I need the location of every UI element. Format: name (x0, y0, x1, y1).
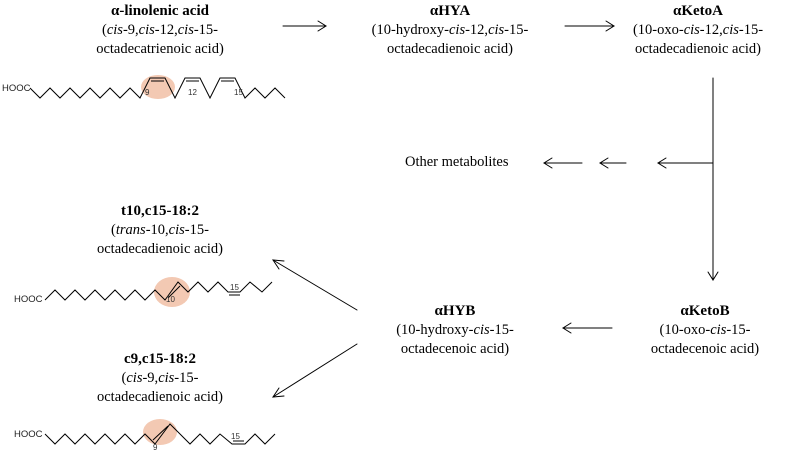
aketob-title: αKetoB (680, 303, 730, 319)
t10c15-line2: octadecadienoic acid) (97, 241, 223, 257)
arrow-aketoa-to-aketob (707, 77, 719, 281)
arrow-to-other-metabolites-2 (599, 157, 627, 169)
structure-t10c15: HOOC 10 15 (14, 277, 273, 307)
hooc-label: HOOC (14, 429, 43, 440)
alpha-linolenic-line1: (cis-9,cis-12,cis-15- (101, 22, 219, 38)
aketob-line1: (10-oxo-cis-15- (659, 322, 751, 338)
c9c15-line2: octadecadienoic acid) (97, 389, 223, 405)
position-label-9: 9 (153, 443, 158, 452)
hooc-label: HOOC (14, 294, 43, 305)
arrow-to-other-metabolites-1 (657, 157, 714, 169)
position-label-12: 12 (188, 88, 197, 97)
node-ahya: αHYA (10-hydroxy-cis-12,cis-15- octadeca… (345, 2, 555, 59)
c9c15-line1: (cis-9,cis-15- (121, 370, 199, 386)
node-ahyb: αHYB (10-hydroxy-cis-15- octadecenoic ac… (355, 302, 555, 359)
position-label-15: 15 (231, 432, 240, 441)
t10c15-line1: (trans-10,cis-15- (111, 222, 209, 238)
position-label-15: 15 (234, 88, 243, 97)
ahyb-line1: (10-hydroxy-cis-15- (396, 322, 514, 338)
alpha-linolenic-line2: octadecatrienoic acid) (96, 41, 224, 57)
aketoa-line2: octadecadienoic acid) (635, 41, 761, 57)
arrow-ahyb-to-t10c15 (272, 259, 358, 311)
arrow-linolenic-to-ahya (282, 20, 327, 32)
double-bond-highlight-9 (143, 419, 177, 445)
position-label-9: 9 (145, 88, 150, 97)
arrow-aketob-to-ahyb (562, 322, 613, 334)
node-c9c15: c9,c15-18:2 (cis-9,cis-15- octadecadieno… (55, 350, 265, 407)
other-metabolites-label: Other metabolites (405, 154, 509, 170)
position-label-10: 10 (166, 295, 175, 304)
arrow-to-other-metabolites-3 (543, 157, 583, 169)
structure-alpha-linolenic: HOOC 9 12 15 (2, 75, 286, 100)
ahyb-title: αHYB (434, 303, 476, 319)
t10c15-title: t10,c15-18:2 (121, 203, 199, 219)
node-aketoa: αKetoA (10-oxo-cis-12,cis-15- octadecadi… (608, 2, 788, 59)
node-t10c15: t10,c15-18:2 (trans-10,cis-15- octadecad… (55, 202, 265, 259)
structure-c9c15: HOOC 9 15 (14, 419, 276, 452)
alpha-linolenic-title: α-linolenic acid (111, 3, 209, 19)
arrow-ahya-to-aketoa (564, 20, 615, 32)
node-other-metabolites: Other metabolites (405, 153, 545, 172)
aketoa-line1: (10-oxo-cis-12,cis-15- (632, 22, 764, 38)
c9c15-title: c9,c15-18:2 (123, 351, 197, 367)
ahya-title: αHYA (429, 3, 471, 19)
node-alpha-linolenic-acid: α-linolenic acid (cis-9,cis-12,cis-15- o… (60, 2, 260, 59)
ahya-line1: (10-hydroxy-cis-12,cis-15- (371, 22, 529, 38)
aketob-line2: octadecenoic acid) (650, 341, 760, 357)
ahyb-line2: octadecenoic acid) (400, 341, 510, 357)
ahya-line2: octadecadienoic acid) (387, 41, 513, 57)
hooc-label: HOOC (2, 83, 31, 94)
aketoa-title: αKetoA (672, 3, 724, 19)
arrow-ahyb-to-c9c15 (272, 343, 358, 398)
node-aketob: αKetoB (10-oxo-cis-15- octadecenoic acid… (625, 302, 785, 359)
position-label-15: 15 (230, 283, 239, 292)
